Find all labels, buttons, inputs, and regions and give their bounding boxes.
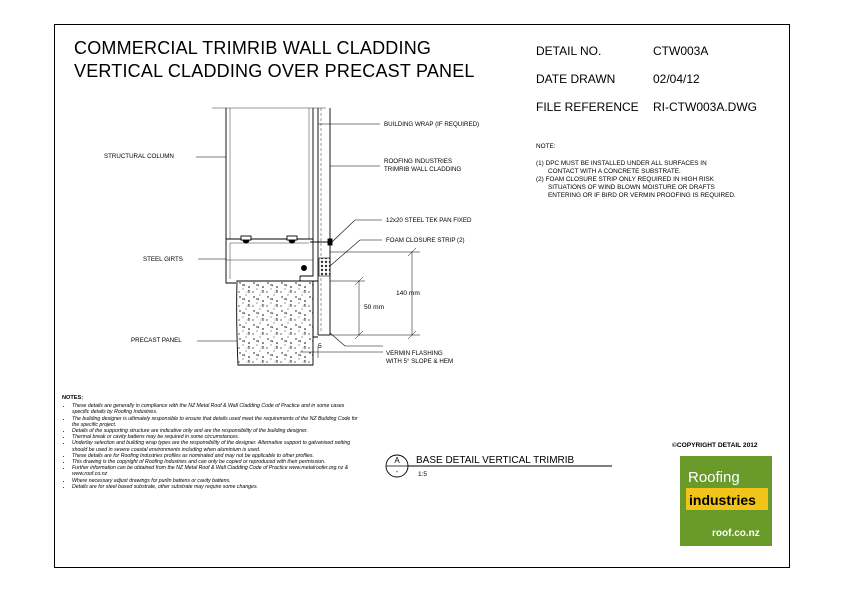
label-building-wrap: BUILDING WRAP (IF REQUIRED)	[384, 121, 480, 128]
note-right-item: (1) DPC MUST BE INSTALLED UNDER ALL SURF…	[536, 160, 707, 167]
file-reference-value: RI-CTW003A.DWG	[653, 100, 758, 114]
notes-left-heading: NOTES:	[62, 395, 84, 401]
steel-girt	[225, 235, 314, 284]
leader-lines	[196, 123, 383, 353]
notes-right: NOTE: (1) DPC MUST BE INSTALLED UNDER AL…	[536, 143, 786, 200]
label-foam-strip: FOAM CLOSURE STRIP (2)	[386, 237, 465, 244]
detail-no-value: CTW003A	[653, 44, 709, 58]
label-flashing-1: VERMIN FLASHING	[386, 350, 443, 357]
trimrib-cladding	[317, 108, 331, 336]
note-left-item: These details are for Roofing Industries…	[72, 453, 362, 459]
note-left-item: These details are generally in complianc…	[72, 403, 362, 415]
logo-word-roofing: Roofing	[688, 469, 740, 486]
note-left-item: Where necessary adjust drawings for purl…	[72, 478, 362, 484]
date-drawn-value: 02/04/12	[653, 72, 700, 86]
logo-url: roof.co.nz	[712, 528, 760, 539]
detail-no-label: DETAIL NO.	[536, 44, 602, 58]
logo-yellow-band	[686, 488, 768, 510]
label-dim-5: 5	[318, 343, 322, 350]
note-right-item: SITUATIONS OF WIND BLOWN MOISTURE OR DRA…	[548, 184, 715, 191]
vermin-flashing	[299, 276, 318, 338]
note-left-item: The building designer is ultimately resp…	[72, 416, 362, 428]
note-left-item: Further information can be obtained from…	[72, 465, 362, 477]
note-left-item: Details of the supporting structure are …	[72, 428, 362, 434]
detail-scale: 1:5	[418, 471, 427, 478]
copyright-text: ©COPYRIGHT DETAIL 2012	[672, 442, 758, 449]
detail-reference-bubble: A - BASE DETAIL VERTICAL TRIMRIB 1:5	[385, 454, 612, 478]
note-right-item: CONTACT WITH A CONCRETE SUBSTRATE.	[548, 168, 681, 175]
detail-title: BASE DETAIL VERTICAL TRIMRIB	[416, 455, 575, 466]
notes-right-heading: NOTE:	[536, 143, 556, 150]
dimension-lines	[300, 247, 420, 358]
detail-letter: A	[394, 456, 400, 465]
label-steel-girts: STEEL GIRTS	[143, 256, 183, 263]
foam-closure-strip	[318, 257, 331, 277]
label-cladding-2: TRIMRIB WALL CLADDING	[384, 166, 462, 173]
structural-column	[212, 107, 326, 239]
label-dim-50: 50 mm	[364, 304, 385, 311]
date-drawn-label: DATE DRAWN	[536, 72, 616, 86]
label-dim-140: 140 mm	[396, 290, 420, 297]
file-reference-label: FILE REFERENCE	[536, 100, 639, 114]
drawing-title-line1: COMMERCIAL TRIMRIB WALL CLADDING	[74, 38, 432, 58]
note-left-item: This drawing is the copyright of Roofing…	[72, 459, 362, 465]
drawing-title-line2: VERTICAL CLADDING OVER PRECAST PANEL	[74, 61, 475, 81]
logo-word-industries: industries	[689, 492, 756, 508]
note-left-item: Underlay selection and building wrap typ…	[72, 440, 362, 452]
label-precast-panel: PRECAST PANEL	[131, 337, 182, 344]
label-flashing-2: WITH 5° SLOPE & HEM	[386, 358, 454, 365]
detail-sheet: -	[396, 469, 399, 476]
notes-left: NOTES: These details are generally in co…	[62, 395, 362, 490]
note-right-item: ENTERING OR IF BIRD OR VERMIN PROOFING I…	[548, 192, 736, 199]
roofing-industries-logo: Roofing industries roof.co.nz	[680, 456, 772, 546]
note-left-item: Details are for steel based substrate, o…	[72, 484, 362, 490]
precast-panel	[236, 280, 314, 366]
note-right-item: (2) FOAM CLOSURE STRIP ONLY REQUIRED IN …	[536, 176, 714, 183]
label-tek-screw: 12x20 STEEL TEK PAN FIXED	[386, 217, 472, 224]
label-structural-column: STRUCTURAL COLUMN	[104, 153, 174, 160]
label-cladding-1: ROOFING INDUSTRIES	[384, 158, 453, 165]
note-left-item: Thermal break or cavity battens may be r…	[72, 434, 362, 440]
drawing-border	[54, 24, 790, 568]
